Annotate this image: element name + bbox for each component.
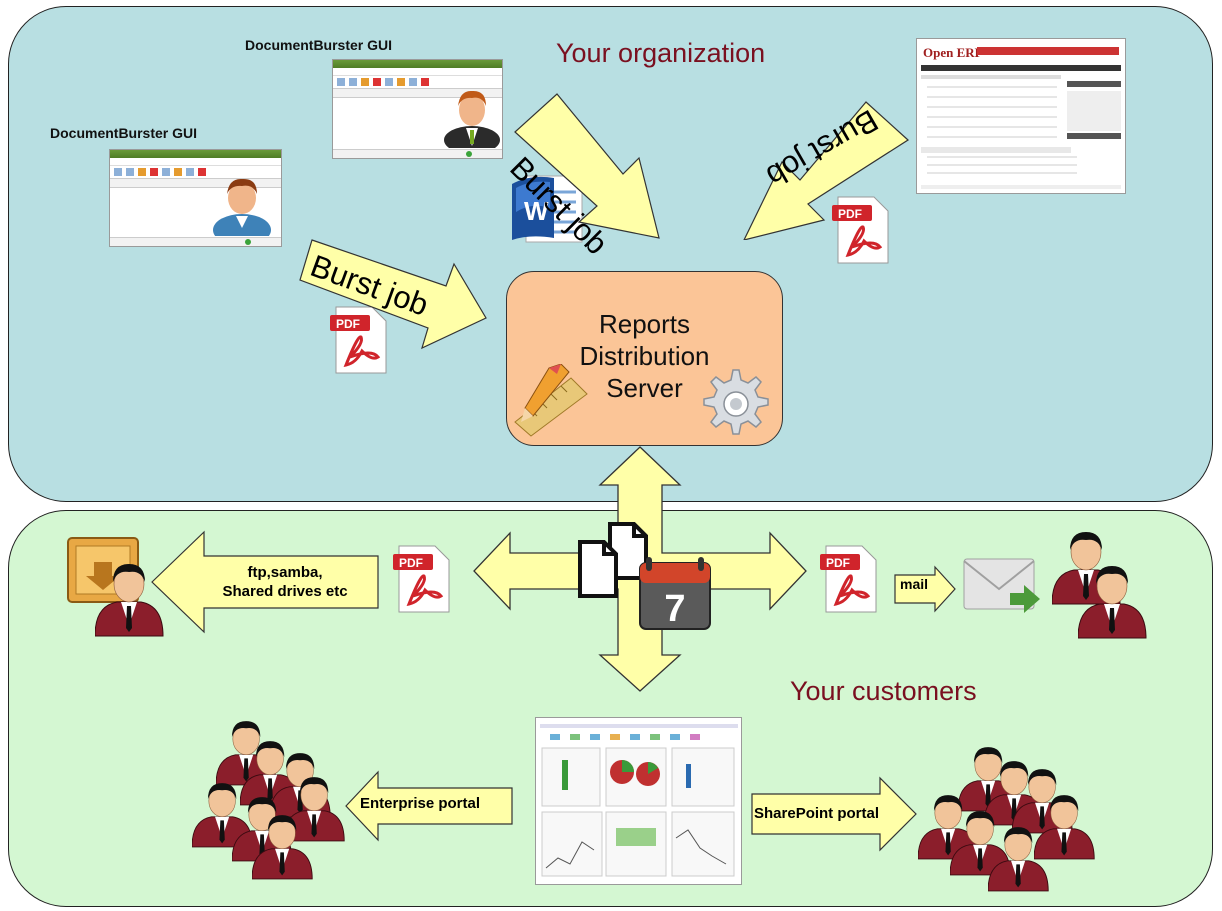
enterprise-portal-label: Enterprise portal [360, 795, 481, 812]
gui-label-left: DocumentBurster GUI [50, 125, 198, 141]
pdf-file-icon: PDF [393, 545, 450, 613]
reports-distribution-server: Reports Distribution Server [506, 271, 783, 446]
person-icon [988, 826, 1049, 892]
server-line-3: Server [606, 373, 683, 403]
ftp-arrow [151, 530, 379, 634]
enterprise-portal-arrow [345, 770, 513, 842]
person-icon [1078, 565, 1147, 639]
person-icon [95, 563, 164, 637]
burst-job-arrow-right [743, 101, 909, 240]
server-line-2: Distribution [579, 341, 710, 371]
person-icon [252, 814, 313, 880]
svg-text:Open ERP: Open ERP [923, 45, 983, 60]
sharepoint-portal-label: SharePoint portal [754, 805, 880, 822]
svg-text:PDF: PDF [838, 207, 862, 221]
server-line-1: Reports [598, 309, 691, 339]
svg-text:PDF: PDF [826, 556, 850, 570]
user-avatar-icon [444, 90, 500, 148]
svg-text:PDF: PDF [336, 317, 360, 331]
documents-icon [578, 522, 648, 598]
word-document-icon: W [512, 175, 583, 243]
burst-job-arrow-top [514, 93, 660, 239]
documentburster-gui-screenshot-left [109, 149, 282, 247]
customers-title: Your customers [790, 676, 977, 706]
email-envelope-icon [963, 558, 1040, 613]
calendar-day: 7 [664, 588, 685, 630]
ftp-label: ftp,samba, Shared drives etc [222, 564, 348, 600]
portal-dashboard-screenshot [535, 717, 742, 885]
mail-arrow [894, 565, 956, 613]
pdf-file-icon: PDF [820, 545, 877, 613]
calendar-icon: 7 [639, 557, 711, 630]
pencil-ruler-icon [514, 364, 588, 437]
pdf-file-icon: PDF [832, 196, 889, 264]
gear-icon [703, 369, 769, 435]
mail-label: mail [900, 576, 929, 592]
pdf-file-icon: PDF [330, 306, 387, 374]
gui-label-top: DocumentBurster GUI [245, 37, 393, 53]
sharepoint-portal-arrow [751, 776, 917, 852]
erp-screenshot: Open ERP [916, 38, 1126, 194]
user-avatar-icon [213, 178, 271, 236]
svg-text:W: W [524, 196, 549, 226]
documentburster-gui-screenshot-top [332, 59, 503, 159]
organization-title: Your organization [556, 38, 766, 68]
burst-job-arrow-left [299, 239, 487, 350]
svg-text:PDF: PDF [399, 556, 423, 570]
